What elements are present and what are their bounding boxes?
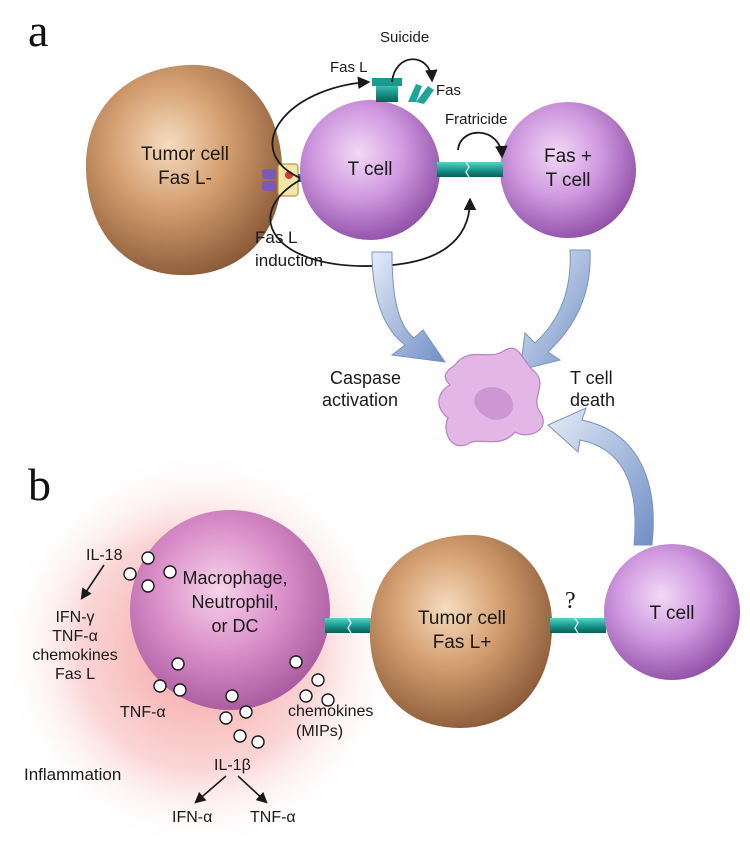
panel-label-b: b	[28, 459, 51, 510]
mips-label: (MIPs)	[296, 723, 343, 740]
t-cell-b-label: T cell	[649, 603, 694, 624]
tnf-alpha-label: TNF-α	[120, 704, 166, 721]
fasl-induction-arrow-up	[271, 76, 371, 179]
il18-product-ifn-gamma: IFN-γ	[55, 609, 94, 626]
il18-product-tnf-alpha: TNF-α	[52, 628, 98, 645]
connector-macrophage-tumor	[325, 617, 377, 634]
cytokine-particles	[123, 551, 335, 749]
death-arrow-left	[371, 251, 447, 363]
t-cell-a: T cell	[300, 100, 440, 240]
tumor-cell-b-label: Tumor cell	[418, 608, 506, 629]
il18-product-fasl: Fas L	[55, 666, 95, 683]
fasl-fas-connector-a	[437, 161, 503, 178]
t-cell-b: T cell	[604, 544, 740, 680]
il18-label: IL-18	[86, 547, 123, 564]
fas-t-cell-sublabel: T cell	[545, 170, 590, 191]
fratricide-arrow	[457, 131, 508, 159]
chemokines-label: chemokines	[288, 703, 373, 720]
neutrophil-label: Neutrophil,	[191, 592, 278, 612]
fasl-fas-surface-molecules	[372, 78, 434, 104]
fratricide-label: Fratricide	[445, 111, 508, 128]
caspase-label: Caspase	[330, 368, 401, 388]
suicide-arrow	[391, 58, 438, 83]
il1b-label: IL-1β	[214, 757, 251, 774]
connector-tumor-tcell	[550, 617, 606, 634]
fas-positive-t-cell: Fas + T cell	[500, 102, 636, 238]
fasl-induction-arrow-down	[269, 179, 477, 267]
t-cell-death-sublabel: death	[570, 390, 615, 410]
fas-t-cell-label: Fas +	[544, 146, 592, 167]
t-cell-label: T cell	[347, 159, 392, 180]
il1b-product-ifn-alpha: IFN-α	[172, 809, 212, 826]
fasl-induction-label: Fas L	[255, 228, 298, 247]
death-arrow-right	[519, 249, 591, 371]
il1b-arrow-right	[237, 775, 268, 804]
macrophage-label: Macrophage,	[182, 568, 287, 588]
apoptotic-t-cell	[438, 347, 544, 447]
suicide-label: Suicide	[380, 29, 429, 46]
dc-label: or DC	[211, 616, 258, 636]
tumor-cell-fasl-negative: Tumor cell Fas L-	[85, 64, 283, 276]
fasl-label: Fas L	[330, 59, 368, 76]
tumor-cell-fasl-positive: Tumor cell Fas L+	[369, 534, 553, 728]
t-cell-death-label: T cell	[570, 368, 613, 388]
question-mark: ?	[565, 588, 576, 614]
caspase-sublabel: activation	[322, 390, 398, 410]
tumor-cell-b-sublabel: Fas L+	[433, 632, 492, 653]
fas-label: Fas	[436, 82, 461, 99]
death-arrow-from-b	[547, 407, 654, 546]
il1b-arrow-left	[194, 775, 227, 804]
il1b-product-tnf-alpha: TNF-α	[250, 809, 296, 826]
panel-label-a: a	[28, 5, 48, 56]
tumor-cell-label: Tumor cell	[141, 144, 229, 165]
fasl-induction-sublabel: induction	[255, 251, 323, 270]
il18-product-chemokines: chemokines	[32, 647, 117, 664]
il18-arrow	[80, 564, 105, 600]
tumor-cell-sublabel: Fas L-	[158, 168, 212, 189]
inflammation-label: Inflammation	[24, 765, 121, 784]
